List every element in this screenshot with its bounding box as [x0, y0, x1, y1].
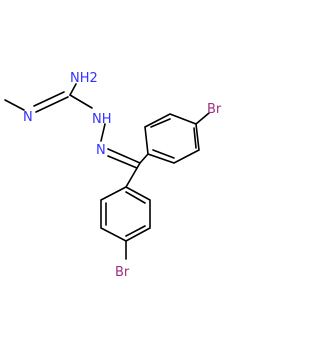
atom-br-bottom: Br — [115, 265, 130, 280]
ring-bottom — [100, 186, 151, 242]
ring-bottom-inner-2 — [125, 225, 146, 237]
atom-n-imine: N — [23, 110, 33, 125]
atom-br-top: Br — [207, 102, 222, 117]
bond-nh-n — [100, 123, 106, 142]
atom-nh: NH — [92, 112, 112, 127]
bond-ring-br-top — [195, 112, 210, 125]
bond-methyl-n — [4, 99, 25, 111]
atom-nh2: NH2 — [70, 71, 98, 86]
ring-top-inner-1 — [150, 118, 171, 128]
bond-n-c-double-2 — [107, 155, 138, 169]
atom-n-hydrazone: N — [96, 143, 106, 158]
molecule-diagram: NH2 N NH N Br Br — [4, 71, 222, 280]
bond-c-nh2 — [69, 83, 77, 96]
ring-top — [144, 113, 200, 164]
bond-n-c-double-b — [33, 91, 65, 107]
bond-c-ring-top — [139, 153, 149, 164]
bond-n-c-double-1 — [107, 148, 141, 164]
ring-bottom-inner-3 — [125, 191, 146, 204]
bond-n-c-double-a — [35, 96, 69, 113]
bond-c-ring-bottom — [125, 162, 141, 188]
structure-canvas: NH2 N NH N Br Br — [4, 71, 222, 280]
bond-c-nh — [69, 94, 93, 109]
ring-top-inner-2 — [193, 127, 197, 149]
ring-top-inner-3 — [152, 149, 175, 159]
